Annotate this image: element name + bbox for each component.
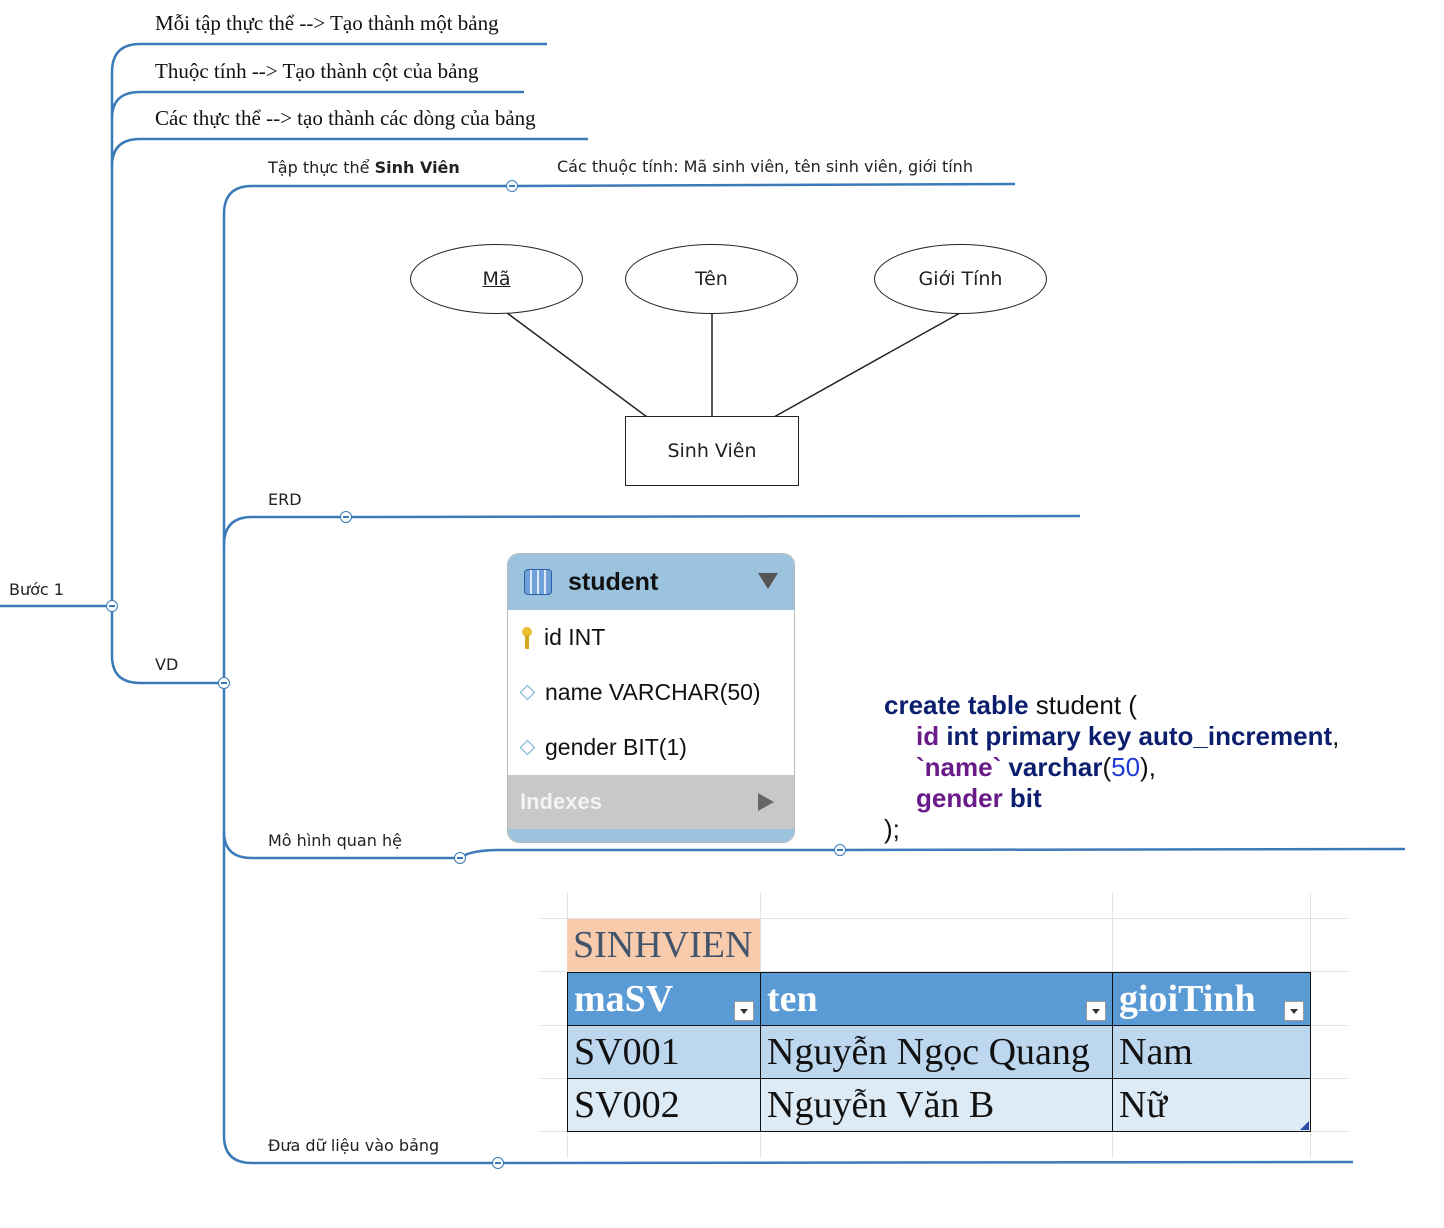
sql-text: (	[1102, 752, 1112, 782]
table-cell[interactable]: Nữ	[1112, 1078, 1311, 1132]
erd-attribute-ma-label: Mã	[482, 268, 511, 290]
sql-line-3: `name` varchar(50),	[884, 752, 1339, 783]
erd-attribute-ten: Tên	[625, 244, 798, 314]
sql-text: ,	[1332, 721, 1340, 751]
sql-identifier: gender	[916, 783, 1003, 813]
column-diamond-icon	[519, 684, 536, 701]
filter-dropdown-icon[interactable]	[734, 1001, 754, 1021]
table-cell[interactable]: Nguyễn Văn B	[760, 1078, 1113, 1132]
header-cell-ten[interactable]: ten	[760, 972, 1113, 1026]
filter-dropdown-icon[interactable]	[1284, 1001, 1304, 1021]
gridline	[540, 971, 1348, 972]
erd-attribute-gioi-tinh: Giới Tính	[874, 244, 1047, 314]
collapse-toggle-entity-set[interactable]	[506, 180, 518, 192]
sql-keyword: create table	[884, 690, 1029, 720]
entity-set-name: Sinh Viên	[374, 158, 460, 177]
workbench-table-footer	[508, 829, 794, 842]
rule-topic-3[interactable]: Các thực thể --> tạo thành các dòng của …	[155, 106, 536, 130]
erd-attribute-ten-label: Tên	[695, 268, 728, 290]
table-cell[interactable]: Nguyễn Ngọc Quang	[760, 1025, 1113, 1079]
collapse-toggle-vd[interactable]	[218, 677, 230, 689]
rule-topic-2[interactable]: Thuộc tính --> Tạo thành cột của bảng	[155, 59, 479, 83]
sql-text: );	[884, 814, 900, 844]
cell-value: Nữ	[1119, 1084, 1168, 1126]
table-cell[interactable]: Nam	[1112, 1025, 1311, 1079]
collapse-toggle-erd[interactable]	[340, 511, 352, 523]
workbench-column-id: id INT	[508, 610, 794, 665]
erd-topic[interactable]: ERD	[268, 490, 302, 509]
workbench-column-label: id INT	[544, 624, 606, 650]
primary-key-icon	[522, 626, 532, 649]
sql-text: student (	[1028, 690, 1137, 720]
workbench-indexes-label: Indexes	[520, 789, 602, 814]
entity-set-topic[interactable]: Tập thực thể Sinh Viên	[268, 158, 460, 177]
vd-topic[interactable]: VD	[155, 655, 179, 674]
workbench-column-label: gender BIT(1)	[545, 734, 687, 760]
sql-keyword: bit	[1002, 783, 1042, 813]
collapse-toggle-root[interactable]	[106, 600, 118, 612]
data-entry-topic[interactable]: Đưa dữ liệu vào bảng	[268, 1136, 440, 1155]
attributes-topic[interactable]: Các thuộc tính: Mã sinh viên, tên sinh v…	[557, 157, 973, 176]
workbench-column-name: name VARCHAR(50)	[508, 665, 794, 720]
spreadsheet-excerpt: SINHVIEN maSV ten gioiTinh SV001 Nguyễn …	[540, 893, 1348, 1158]
cell-value: Nguyễn Văn B	[767, 1084, 995, 1126]
erd-attribute-ma: Mã	[410, 244, 583, 314]
cell-value: Nam	[1119, 1031, 1193, 1073]
table-icon	[524, 569, 552, 595]
sheet-title-cell[interactable]: SINHVIEN	[567, 919, 760, 971]
table-cell[interactable]: SV002	[567, 1078, 761, 1132]
collapse-triangle-icon[interactable]	[758, 573, 778, 589]
header-label: maSV	[574, 978, 674, 1020]
workbench-table-header[interactable]: student	[508, 554, 794, 610]
sql-line-5: );	[884, 814, 1339, 845]
root-topic[interactable]: Bước 1	[9, 580, 64, 599]
header-cell-masv[interactable]: maSV	[567, 972, 761, 1026]
header-label: ten	[767, 978, 818, 1020]
sheet-title: SINHVIEN	[573, 924, 753, 966]
rule-topic-1[interactable]: Mỗi tập thực thể --> Tạo thành một bảng	[155, 11, 499, 35]
sql-line-1: create table student (	[884, 690, 1339, 721]
erd-entity-label: Sinh Viên	[667, 440, 757, 462]
cell-value: SV002	[574, 1084, 680, 1126]
column-diamond-icon	[519, 739, 536, 756]
expand-arrow-icon[interactable]	[758, 793, 774, 811]
header-cell-gioitinh[interactable]: gioiTinh	[1112, 972, 1311, 1026]
cell-value: SV001	[574, 1031, 680, 1073]
table-cell[interactable]: SV001	[567, 1025, 761, 1079]
filter-dropdown-icon[interactable]	[1086, 1001, 1106, 1021]
entity-set-prefix: Tập thực thể	[268, 158, 375, 177]
workbench-indexes-section[interactable]: Indexes	[508, 775, 794, 829]
sql-keyword: int primary key auto_increment	[939, 721, 1333, 751]
cell-value: Nguyễn Ngọc Quang	[767, 1031, 1090, 1073]
collapse-toggle-sql[interactable]	[834, 844, 846, 856]
header-label: gioiTinh	[1119, 978, 1256, 1020]
sql-number: 50	[1111, 752, 1141, 782]
sql-identifier: `name`	[916, 752, 1002, 782]
resize-handle-icon[interactable]	[1300, 1121, 1309, 1130]
sql-create-table-code: create table student ( id int primary ke…	[884, 690, 1339, 845]
sql-line-4: gender bit	[884, 783, 1339, 814]
sql-line-2: id int primary key auto_increment,	[884, 721, 1339, 752]
relational-model-topic[interactable]: Mô hình quan hệ	[268, 831, 402, 850]
erd-entity-sinh-vien: Sinh Viên	[625, 416, 799, 486]
workbench-table-name: student	[568, 567, 659, 596]
erd-attribute-gioi-tinh-label: Giới Tính	[918, 268, 1003, 290]
collapse-toggle-relational[interactable]	[454, 852, 466, 864]
workbench-column-label: name VARCHAR(50)	[545, 679, 761, 705]
workbench-column-gender: gender BIT(1)	[508, 720, 794, 775]
gridline	[540, 918, 1348, 919]
workbench-table-card: student id INT name VARCHAR(50) gender B…	[507, 553, 795, 843]
sql-text: ),	[1140, 752, 1156, 782]
collapse-toggle-data[interactable]	[492, 1157, 504, 1169]
sql-identifier: id	[916, 721, 940, 751]
sql-keyword: varchar	[1001, 752, 1103, 782]
